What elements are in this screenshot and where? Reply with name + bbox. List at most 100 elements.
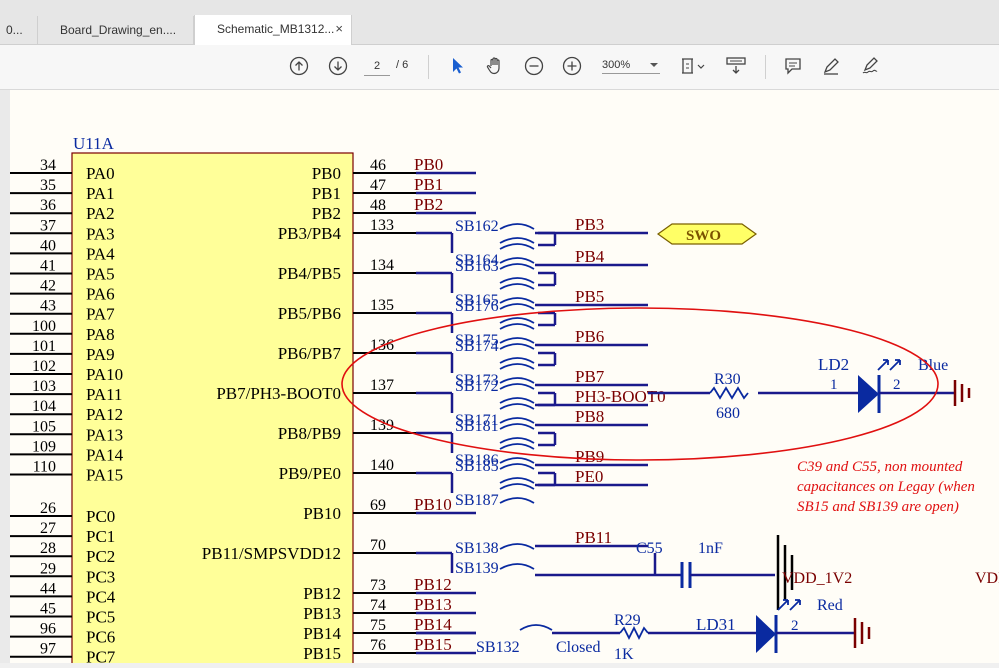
pin-name: PA1 xyxy=(86,184,115,203)
divider xyxy=(765,55,766,79)
led-symbol xyxy=(858,375,879,413)
cursor-icon xyxy=(453,58,463,74)
pin-number: 34 xyxy=(40,157,56,174)
scroll-mode-button[interactable] xyxy=(723,55,749,77)
highlight-button[interactable] xyxy=(820,55,842,77)
pin-name: PC7 xyxy=(86,648,116,663)
swo-port xyxy=(656,223,758,245)
net-label: PB13 xyxy=(414,595,452,614)
solder-bridge-arc xyxy=(499,317,535,324)
tab-label: Board_Drawing_en.... xyxy=(60,23,177,37)
pin-number: 103 xyxy=(32,378,56,395)
select-tool-button[interactable] xyxy=(446,55,468,77)
solder-bridge-label: SB139 xyxy=(455,560,499,577)
pin-number: 74 xyxy=(370,597,386,614)
pin-name: PB9/PE0 xyxy=(279,464,341,483)
pin-name: PB15 xyxy=(303,644,341,663)
solder-bridge-label: SB132 xyxy=(476,639,520,656)
zoom-out-button[interactable] xyxy=(523,55,545,77)
pin-name: PB0 xyxy=(312,164,341,183)
previous-page-button[interactable] xyxy=(288,55,310,77)
solder-bridge-arc xyxy=(499,223,535,230)
net-label: PB12 xyxy=(414,575,452,594)
arrow-down-circle-icon xyxy=(328,56,348,76)
solder-bridge-arc xyxy=(499,263,535,270)
page-number-input[interactable] xyxy=(364,57,390,76)
solder-bridge-label: SB176 xyxy=(455,298,499,315)
net-label: PB11 xyxy=(575,528,612,547)
solder-bridge-label: SB185 xyxy=(455,458,499,475)
solder-bridge-label: SB162 xyxy=(455,218,499,235)
tab-label: Schematic_MB1312... xyxy=(217,22,335,36)
note-text: capacitances on Legay (when xyxy=(797,479,975,495)
zoom-in-button[interactable] xyxy=(561,55,583,77)
close-icon[interactable]: × xyxy=(335,21,343,36)
net-label: PB3 xyxy=(575,215,604,234)
hand-tool-button[interactable] xyxy=(484,55,506,77)
solder-bridge-label: SB175 xyxy=(455,332,499,349)
pin-name: PA4 xyxy=(86,244,115,263)
solder-bridge-arc xyxy=(499,417,535,424)
power-net: VDD xyxy=(975,570,999,587)
solder-bridge-label: SB172 xyxy=(455,378,499,395)
pin-number: 29 xyxy=(40,560,56,577)
net-label: PB15 xyxy=(414,635,452,654)
tab-document-1[interactable]: 0... xyxy=(0,16,38,44)
led-pin: 1 xyxy=(830,377,838,393)
pin-number: 73 xyxy=(370,577,386,594)
pin-name: PA3 xyxy=(86,224,115,243)
pin-number: 105 xyxy=(32,418,56,435)
pin-number: 40 xyxy=(40,237,56,254)
pin-number: 110 xyxy=(33,459,56,476)
page-fit-button[interactable] xyxy=(678,55,708,77)
zoom-select[interactable]: 300% xyxy=(602,59,660,74)
resistor-symbol xyxy=(709,386,749,400)
swo-label: SWO xyxy=(686,228,721,244)
comment-button[interactable] xyxy=(782,55,804,77)
net-label: PB7 xyxy=(575,367,605,386)
solder-bridge-arc xyxy=(499,563,535,570)
pin-number: 137 xyxy=(370,377,394,394)
pin-name: PC0 xyxy=(86,507,115,526)
pin-number: 135 xyxy=(370,297,394,314)
resistor-ref: R29 xyxy=(614,612,641,629)
signature-icon xyxy=(862,57,878,74)
net-label: PB8 xyxy=(575,407,604,426)
tab-schematic[interactable]: Schematic_MB1312... × xyxy=(194,15,352,45)
net-label: PB14 xyxy=(414,615,452,634)
tab-board-drawing[interactable]: Board_Drawing_en.... xyxy=(38,16,194,44)
solder-bridge-label: SB181 xyxy=(455,418,499,435)
pin-name: PC6 xyxy=(86,628,115,647)
led-pin: 2 xyxy=(893,377,901,393)
sign-button[interactable] xyxy=(859,55,881,77)
chip-body xyxy=(71,152,354,663)
pin-name: PA13 xyxy=(86,425,123,444)
pin-number: 41 xyxy=(40,258,56,275)
solder-bridge-arc xyxy=(499,283,535,290)
pin-number: 70 xyxy=(370,537,386,554)
light-rays xyxy=(777,599,801,611)
pin-number: 139 xyxy=(370,417,394,434)
solder-bridge-arc xyxy=(499,423,535,430)
pin-number: 44 xyxy=(40,580,56,597)
pin-number: 101 xyxy=(32,338,56,355)
pin-name: PB5/PB6 xyxy=(278,304,341,323)
solder-bridge-arc xyxy=(499,437,535,444)
divider xyxy=(428,55,429,79)
highlight-ellipse xyxy=(341,307,939,461)
pin-name: PB8/PB9 xyxy=(278,424,341,443)
pin-name: PB4/PB5 xyxy=(278,264,341,283)
capacitor-ref: C55 xyxy=(636,540,663,557)
pin-name: PB2 xyxy=(312,204,341,223)
pin-name: PB12 xyxy=(303,584,341,603)
led-ref: LD2 xyxy=(818,355,849,374)
page-total: / 6 xyxy=(396,59,409,71)
next-page-button[interactable] xyxy=(327,55,349,77)
net-label: PE0 xyxy=(575,467,603,486)
pin-number: 48 xyxy=(370,197,386,214)
net-label: PB10 xyxy=(414,495,452,514)
led-symbol xyxy=(756,615,776,653)
solder-bridge-label: SB186 xyxy=(455,452,499,469)
